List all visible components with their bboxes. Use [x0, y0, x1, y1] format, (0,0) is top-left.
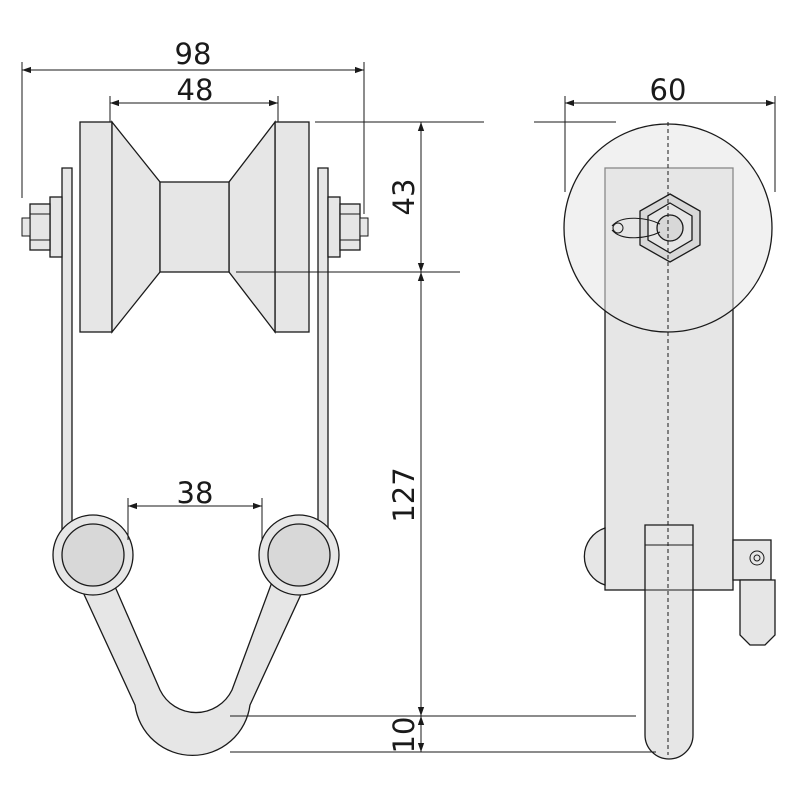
roller-hub — [159, 181, 230, 273]
right-eye — [258, 514, 340, 596]
shackle-body — [81, 581, 304, 756]
right-cone — [228, 120, 276, 334]
side-latch — [732, 539, 776, 646]
side-view — [563, 122, 776, 760]
left-flange — [79, 121, 113, 333]
dim-60-label: 60 — [650, 73, 687, 107]
dim-48-label: 48 — [177, 73, 214, 107]
dim-127-label: 127 — [387, 467, 421, 522]
left-cone — [111, 120, 161, 334]
dimension-lines — [21, 62, 776, 753]
right-axle-nut — [327, 196, 369, 258]
dim-43-label: 43 — [387, 179, 421, 216]
left-strap — [61, 167, 73, 543]
left-eye — [52, 514, 134, 596]
dim-10-label: 10 — [387, 717, 421, 754]
side-bolt — [644, 524, 694, 760]
right-flange — [274, 121, 310, 333]
right-strap — [317, 167, 329, 543]
dim-38-label: 38 — [177, 476, 214, 510]
castle-nut — [611, 193, 701, 263]
side-eye-bump — [583, 527, 606, 586]
dim-98-label: 98 — [175, 37, 212, 71]
front-view — [21, 120, 369, 756]
left-axle-nut — [21, 196, 63, 258]
